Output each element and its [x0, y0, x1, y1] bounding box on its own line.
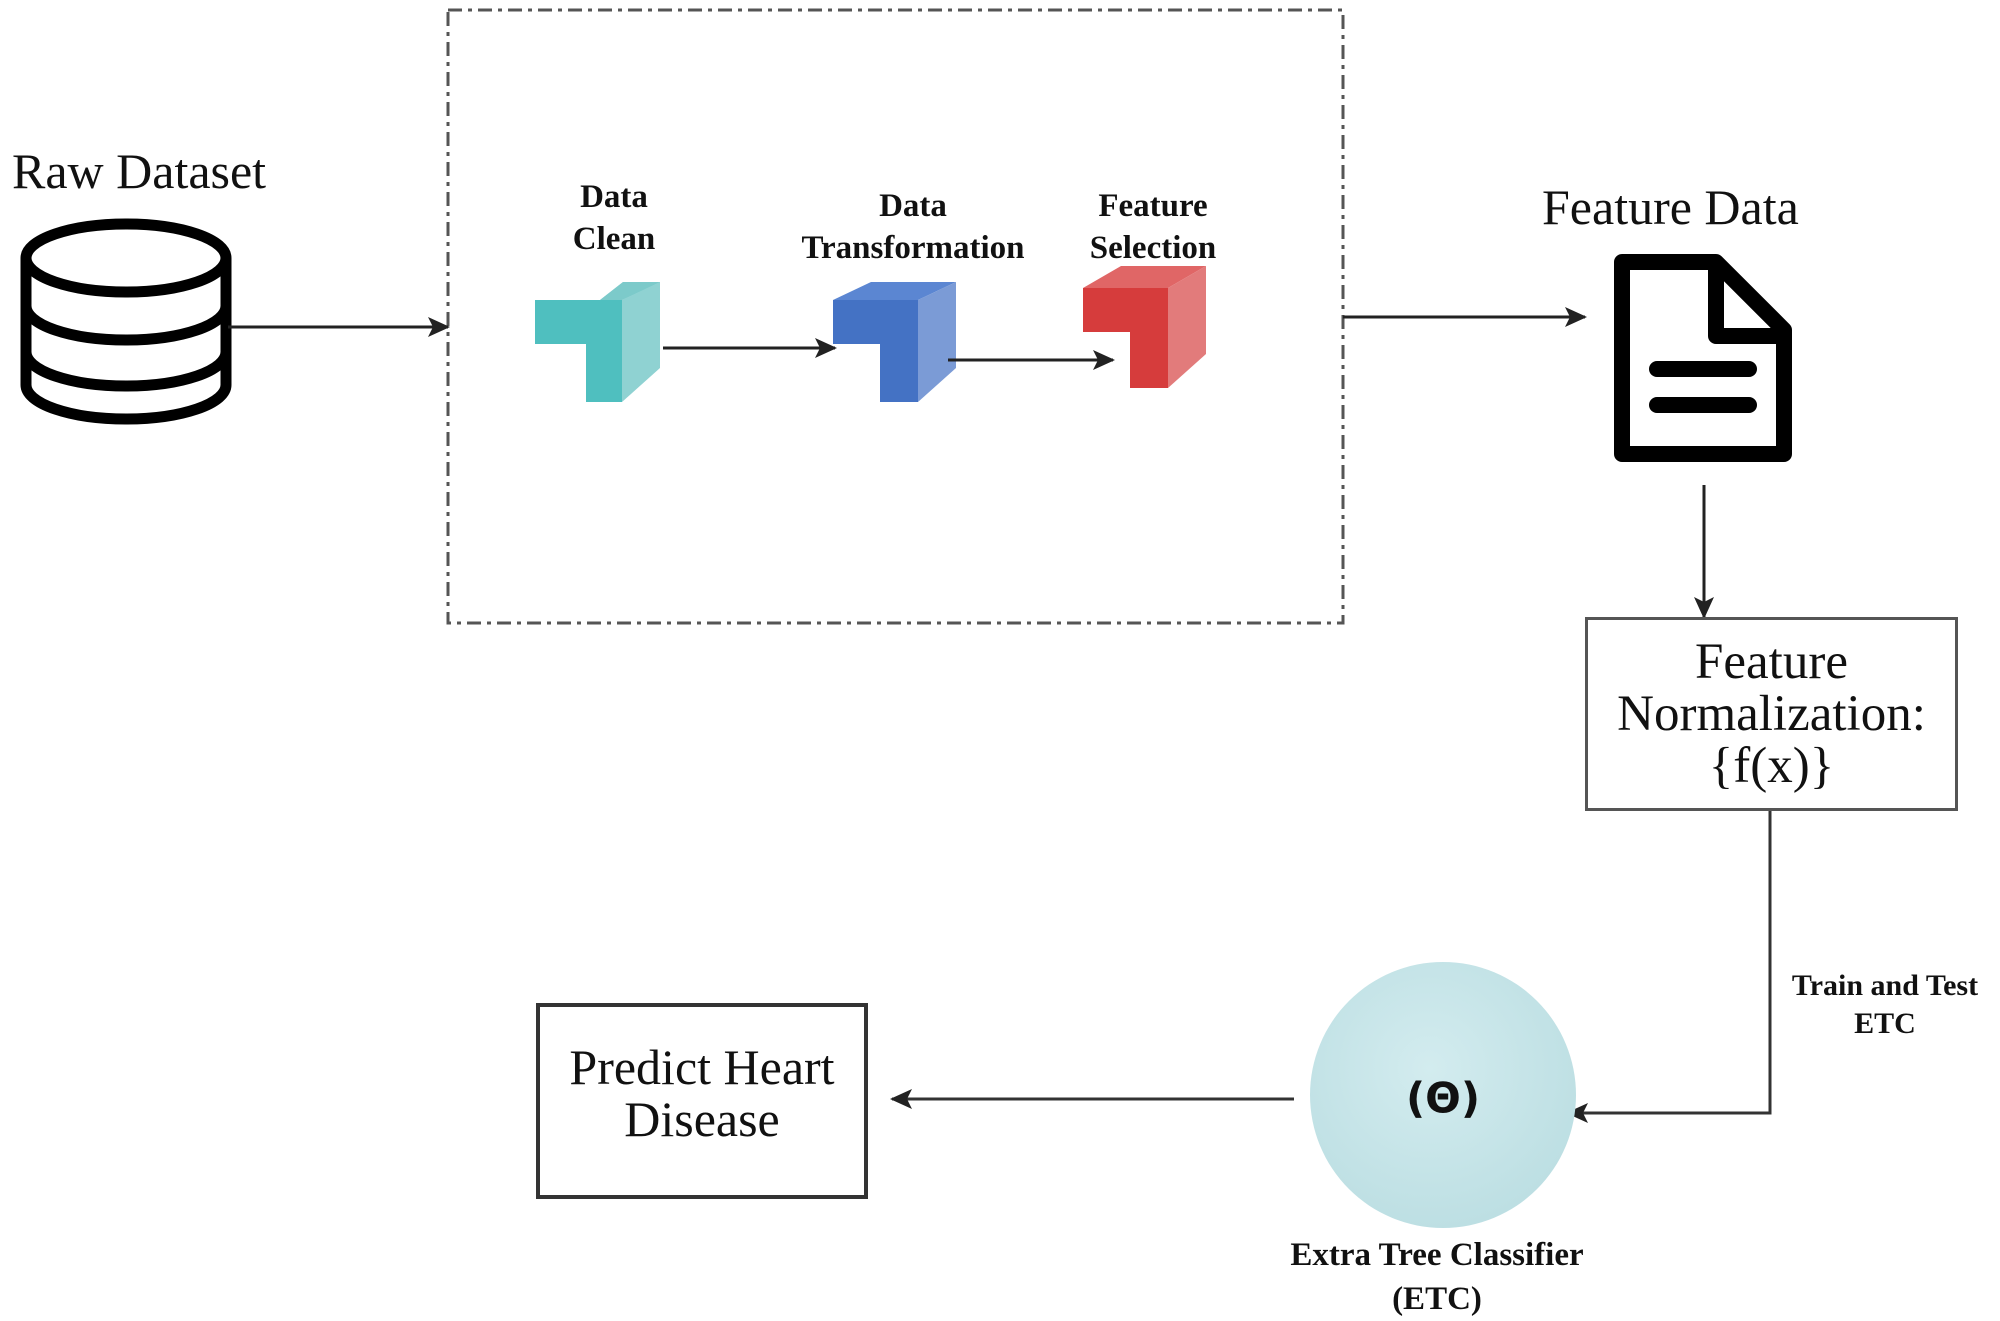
tee-block-icon-transformation: [833, 282, 956, 402]
edge-label-line: Train and Test: [1791, 969, 1979, 1002]
predict-heart-disease-box: Predict Heart Disease: [536, 1003, 868, 1199]
tee-block-icon-clean: [535, 282, 660, 402]
classifier-label: Extra Tree Classifier (ETC): [1290, 1233, 1583, 1321]
edge-label-line: ETC: [1854, 1007, 1916, 1040]
normalization-formula: {f(x)}: [1708, 738, 1835, 794]
step-label-line: Data: [580, 179, 648, 215]
train-test-label: Train and Test ETC: [1770, 967, 2000, 1043]
step-label-line: Selection: [1089, 230, 1217, 266]
feature-data-label: Feature Data: [1542, 179, 1799, 235]
classifier-label-line: (ETC): [1392, 1281, 1482, 1317]
prediction-line: Predict Heart: [569, 1039, 835, 1095]
step-label-line: Clean: [572, 221, 656, 257]
theta-icon: (Θ): [1405, 1073, 1481, 1123]
step-label-feature-selection: Feature Selection: [1090, 185, 1216, 269]
classifier-node: [1310, 962, 1576, 1228]
tee-block-icon-selection: [1083, 266, 1206, 388]
raw-dataset-label: Raw Dataset: [12, 143, 267, 199]
normalization-line: Feature: [1695, 634, 1848, 690]
prediction-line: Disease: [624, 1091, 780, 1147]
classifier-label-line: Extra Tree Classifier: [1290, 1237, 1584, 1273]
step-label-line: Data: [879, 188, 947, 224]
document-icon: [1614, 254, 1792, 462]
feature-normalization-box: Feature Normalization: {f(x)}: [1585, 617, 1958, 811]
edge-normalization-to-classifier: [1566, 810, 1772, 1123]
step-label-data-clean: Data Clean: [573, 176, 656, 260]
database-icon: [20, 218, 232, 425]
step-label-line: Transformation: [801, 230, 1025, 266]
step-label-data-transformation: Data Transformation: [801, 185, 1024, 269]
normalization-line: Normalization:: [1617, 686, 1926, 742]
step-label-line: Feature: [1098, 188, 1208, 224]
